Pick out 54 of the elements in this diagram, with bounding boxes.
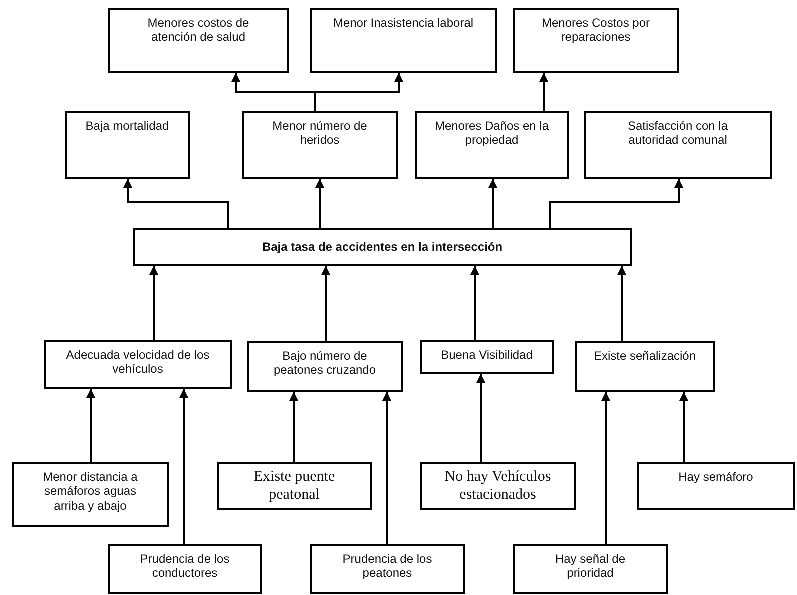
process-box xyxy=(108,544,262,594)
arrow xyxy=(680,392,688,462)
box-text: Existe puente peatonal xyxy=(252,468,336,504)
box-text: Baja tasa de accidentes en la intersección xyxy=(262,240,503,254)
box-text: Satisfacción con la autoridad comunal xyxy=(626,119,730,148)
box-text: Baja mortalidad xyxy=(86,119,170,134)
arrow xyxy=(540,73,548,111)
arrow xyxy=(180,389,188,544)
arrow xyxy=(290,392,298,462)
process-box xyxy=(217,462,372,510)
process-box xyxy=(108,8,289,73)
process-box xyxy=(575,341,715,392)
arrow xyxy=(322,266,330,341)
process-box xyxy=(637,462,795,510)
process-box xyxy=(310,8,497,73)
box-text: Menores Daños en la propiedad xyxy=(434,119,550,148)
arrow xyxy=(476,374,486,462)
arrow xyxy=(618,266,626,341)
box-text: Existe señalización xyxy=(594,349,696,364)
box-text: Menores Costos por reparaciones xyxy=(540,16,652,45)
arrow xyxy=(382,392,392,544)
process-box xyxy=(420,462,576,510)
box-text: Adecuada velocidad de los vehículos xyxy=(65,348,211,377)
box-text: Menor distancia a semáforos aguas arriba y abajo xyxy=(42,470,139,514)
process-box xyxy=(133,228,632,266)
arrow xyxy=(86,389,96,462)
box-text: Menores costos de atención de salud xyxy=(146,16,250,45)
process-box xyxy=(310,544,465,594)
box-text: Prudencia de los peatones xyxy=(342,552,434,581)
process-box xyxy=(65,111,190,179)
arrow xyxy=(470,266,480,340)
process-box xyxy=(415,111,569,179)
box-text: Bajo número de peatones cruzando xyxy=(272,349,378,378)
arrow xyxy=(316,179,324,228)
box-text: No hay Vehículos estacionados xyxy=(444,468,552,504)
box-text: Hay señal de prioridad xyxy=(554,552,627,581)
box-text: Menor Inasistencia laboral xyxy=(333,16,474,30)
process-box xyxy=(242,111,398,179)
process-box xyxy=(12,462,169,527)
process-box xyxy=(584,111,772,179)
box-text: Hay semáforo xyxy=(678,470,754,484)
arrow xyxy=(124,179,229,228)
process-box xyxy=(513,544,668,594)
arrow xyxy=(549,179,684,228)
box-text: Menor número de heridos xyxy=(272,119,368,148)
process-box xyxy=(513,8,679,73)
arrow xyxy=(488,179,498,228)
process-box xyxy=(44,340,232,389)
arrow xyxy=(150,266,158,340)
box-text: Prudencia de los conductores xyxy=(139,552,231,581)
process-box xyxy=(420,340,554,374)
box-text: Buena Visibilidad xyxy=(441,348,533,362)
process-box xyxy=(247,341,403,392)
arrow xyxy=(602,392,610,544)
